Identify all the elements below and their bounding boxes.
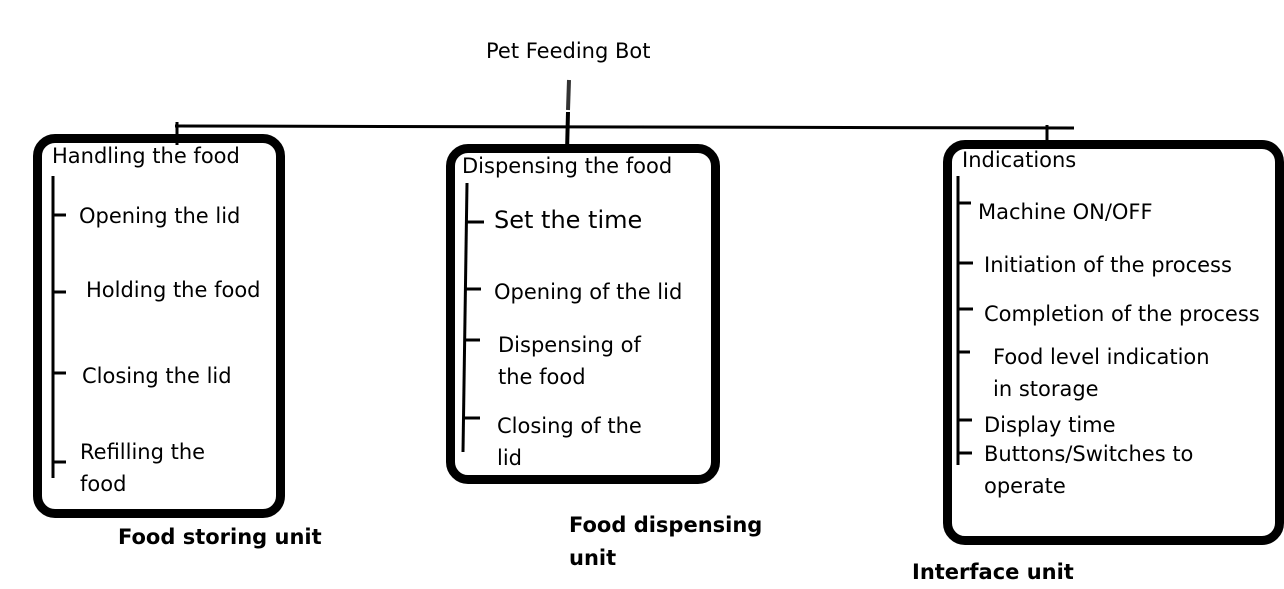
unit-box-3 <box>943 140 1284 545</box>
diagram-title: Pet Feeding Bot <box>486 39 651 63</box>
list-item: Dispensing of the food <box>498 333 641 389</box>
list-item: Holding the food <box>86 278 261 302</box>
list-item: Display time <box>984 413 1116 437</box>
list-item: Food level indication in storage <box>993 345 1210 401</box>
list-item: Opening of the lid <box>494 280 683 304</box>
unit-heading-3: Indications <box>962 148 1077 172</box>
unit-caption-1: Food storing unit <box>118 525 322 549</box>
unit-heading-2: Dispensing the food <box>462 154 673 178</box>
list-item: Set the time <box>494 206 643 234</box>
list-item: Buttons/Switches to operate <box>984 442 1194 498</box>
tree-spine-2 <box>461 182 469 453</box>
list-item: Completion of the process <box>984 302 1260 326</box>
horizontal-bus <box>174 124 1075 130</box>
list-item: Opening the lid <box>79 204 241 228</box>
unit-box-1 <box>33 134 285 518</box>
unit-caption-3: Interface unit <box>912 560 1074 584</box>
unit-box-2 <box>446 144 720 484</box>
list-item: Machine ON/OFF <box>978 200 1153 224</box>
list-item: Closing the lid <box>82 364 232 388</box>
root-stem <box>566 79 571 111</box>
list-item: Initiation of the process <box>984 253 1232 277</box>
unit-caption-2: Food dispensing unit <box>569 513 763 570</box>
list-item: Refilling the food <box>80 440 206 496</box>
unit-heading-1: Handling the food <box>52 144 240 168</box>
list-item: Closing of the lid <box>497 414 642 470</box>
